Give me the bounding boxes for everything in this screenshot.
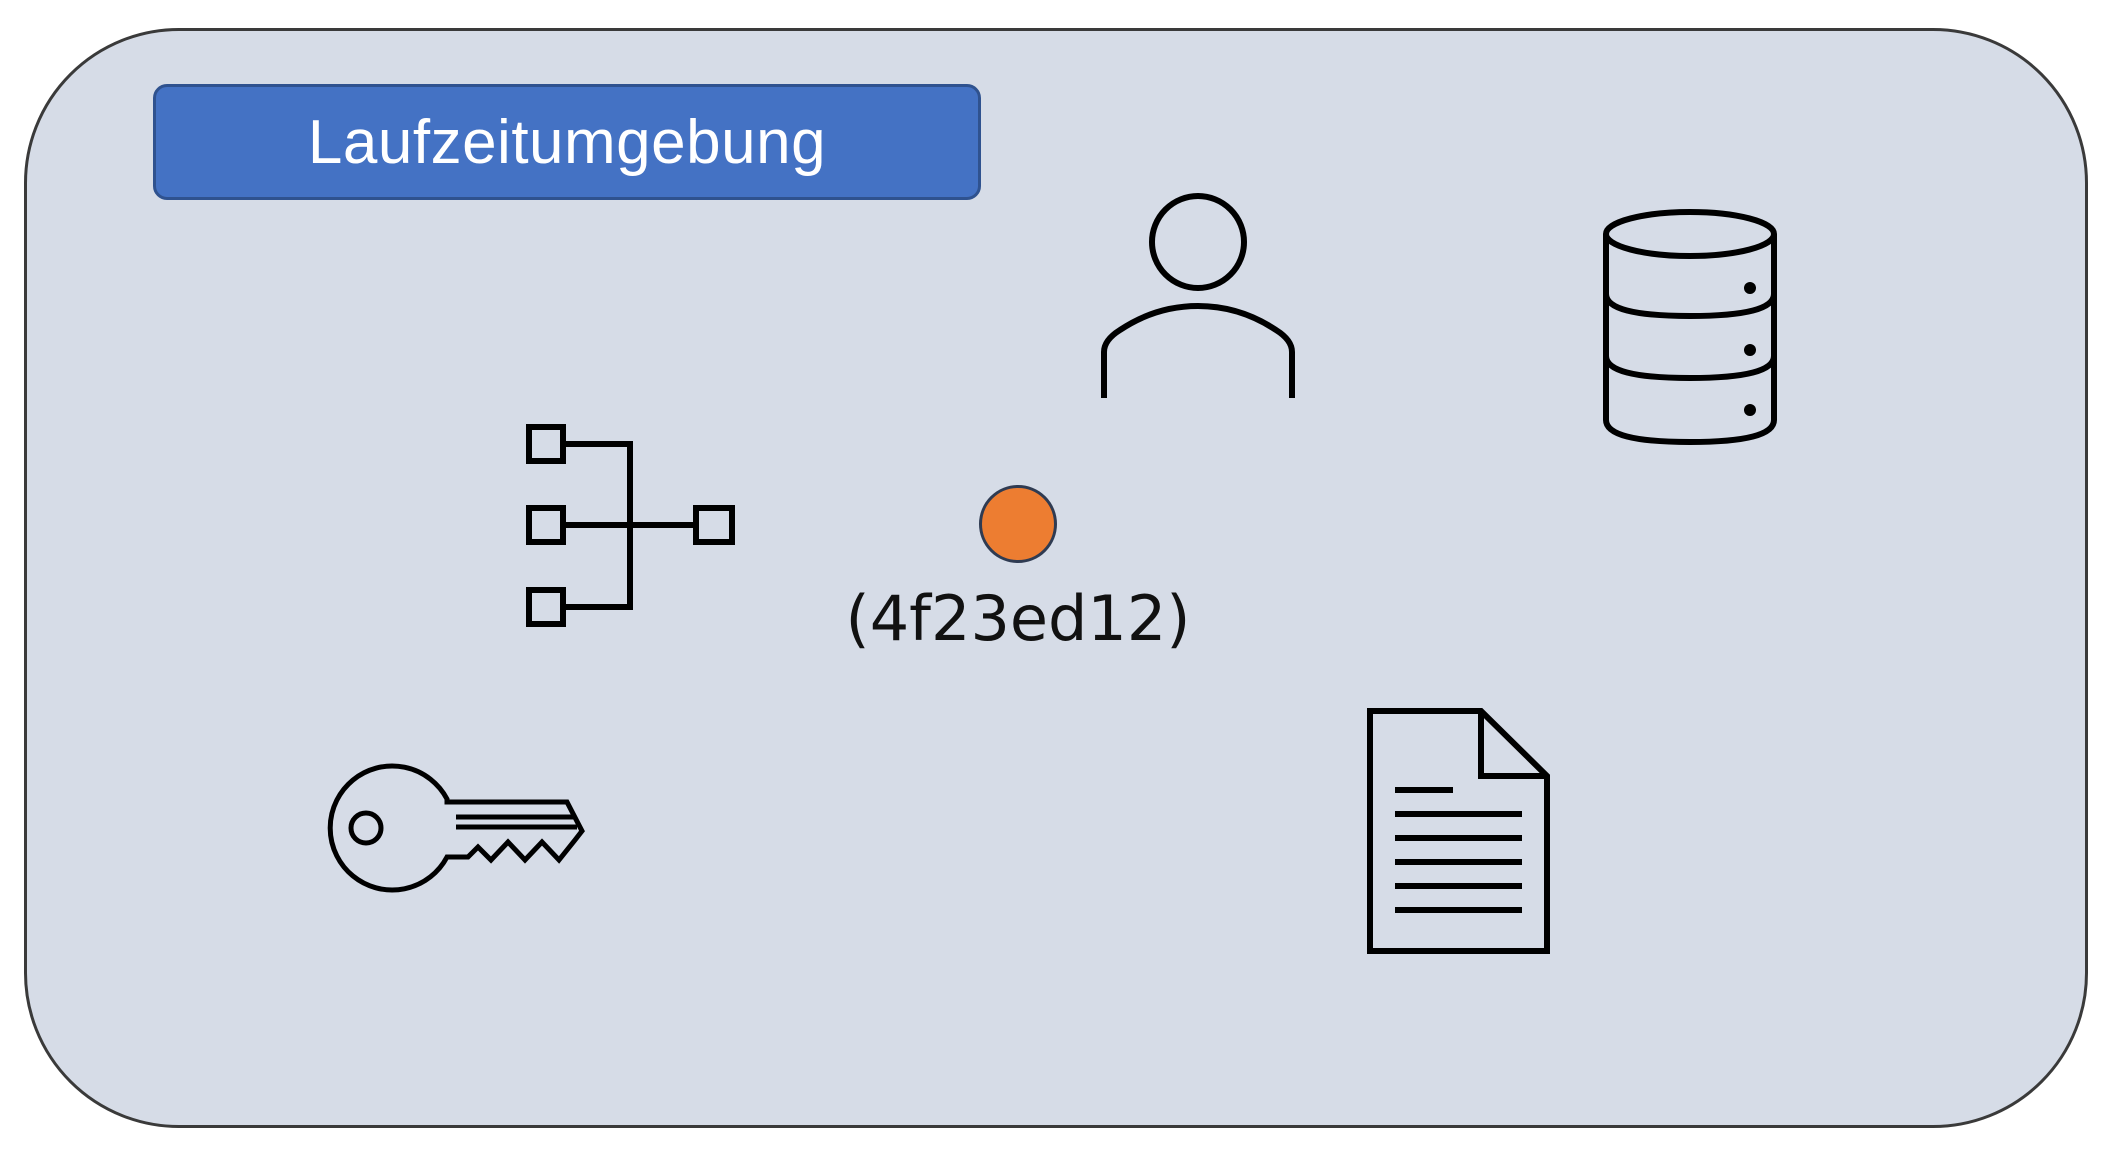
hierarchy-icon xyxy=(526,424,736,630)
runtime-environment-label: Laufzeitumgebung xyxy=(153,84,981,200)
runtime-environment-label-text: Laufzeitumgebung xyxy=(307,107,827,177)
document-icon xyxy=(1367,708,1551,954)
key-icon xyxy=(327,762,600,894)
instance-marker xyxy=(979,485,1057,563)
database-icon xyxy=(1600,208,1780,448)
instance-id-label: (4f23ed12) xyxy=(845,582,1191,655)
user-icon xyxy=(1098,192,1298,402)
runtime-environment-container xyxy=(24,28,2088,1128)
